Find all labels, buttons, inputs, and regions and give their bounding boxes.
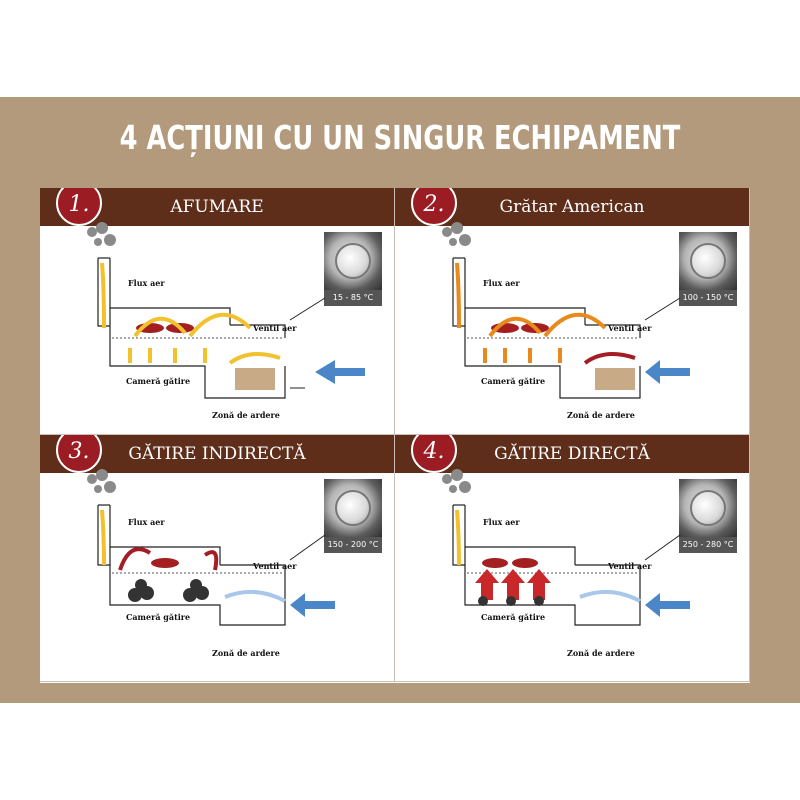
panel-title: GĂTIRE DIRECTĂ [494,444,650,464]
wood-chips-icon [235,368,275,390]
panel-title: GĂTIRE INDIRECTĂ [128,444,306,464]
thermometer-gauge: 100 - 150 °C [679,232,737,306]
panel-gatire-directa: GĂTIRE DIRECTĂ 4. 250 - 280 °C Flux aer … [395,435,750,682]
thermometer-icon [324,232,382,290]
label-flux-aer: Flux aer [128,517,165,527]
diagram-board: AFUMARE 1. 15 - 85 °C Flux aer Ventil ae… [40,188,750,683]
label-flux-aer: Flux aer [483,517,520,527]
label-camera-gatire: Cameră gătire [481,376,546,386]
label-ventil-aer: Ventil aer [253,561,297,571]
panel-title: Grătar American [499,197,645,217]
smoker-diagram [87,222,365,399]
label-ventil-aer: Ventil aer [608,561,652,571]
label-zona-de-ardere: Zonă de ardere [567,410,635,420]
label-camera-gatire: Cameră gătire [126,612,191,622]
thermometer-icon [324,479,382,537]
label-zona-de-ardere: Zonă de ardere [567,648,635,658]
panel-number-badge: 1. [56,188,102,226]
smoke-icon [87,222,116,246]
charcoal-icon [128,579,209,602]
thermometer-gauge: 15 - 85 °C [324,232,382,306]
wood-logs-icon [595,368,635,390]
label-ventil-aer: Ventil aer [608,323,652,333]
panel-gatire-indirecta: GĂTIRE INDIRECTĂ 3. 150 - 200 °C Flux ae… [40,435,395,682]
panel-title: AFUMARE [170,197,264,217]
page-title: 4 ACȚIUNI CU UN SINGUR ECHIPAMENT [119,118,681,157]
smoke-icon [442,469,471,493]
panel-number-badge: 2. [411,188,457,226]
heat-arrows-icon [475,569,551,600]
thermometer-gauge: 150 - 200 °C [324,479,382,553]
temperature-range: 150 - 200 °C [324,537,382,553]
temperature-range: 15 - 85 °C [324,290,382,306]
label-flux-aer: Flux aer [128,278,165,288]
label-camera-gatire: Cameră gătire [481,612,546,622]
thermometer-icon [679,479,737,537]
smoker-diagram [442,469,690,626]
panel-gratar-american: Grătar American 2. 100 - 150 °C Flux aer… [395,188,750,435]
label-ventil-aer: Ventil aer [253,323,297,333]
panel-number-badge: 4. [411,435,457,473]
smoke-icon [87,469,116,493]
temperature-range: 100 - 150 °C [679,290,737,306]
smoker-diagram [87,469,335,626]
smoke-icon [442,222,471,246]
smoker-diagram [442,222,690,399]
thermometer-icon [679,232,737,290]
label-camera-gatire: Cameră gătire [126,376,191,386]
charcoal-icon [478,596,544,606]
label-flux-aer: Flux aer [483,278,520,288]
panel-afumare: AFUMARE 1. 15 - 85 °C Flux aer Ventil ae… [40,188,395,435]
label-zona-de-ardere: Zonă de ardere [212,648,280,658]
panel-number-badge: 3. [56,435,102,473]
thermometer-gauge: 250 - 280 °C [679,479,737,553]
temperature-range: 250 - 280 °C [679,537,737,553]
label-zona-de-ardere: Zonă de ardere [212,410,280,420]
food-item [482,558,538,568]
food-item [151,558,179,568]
